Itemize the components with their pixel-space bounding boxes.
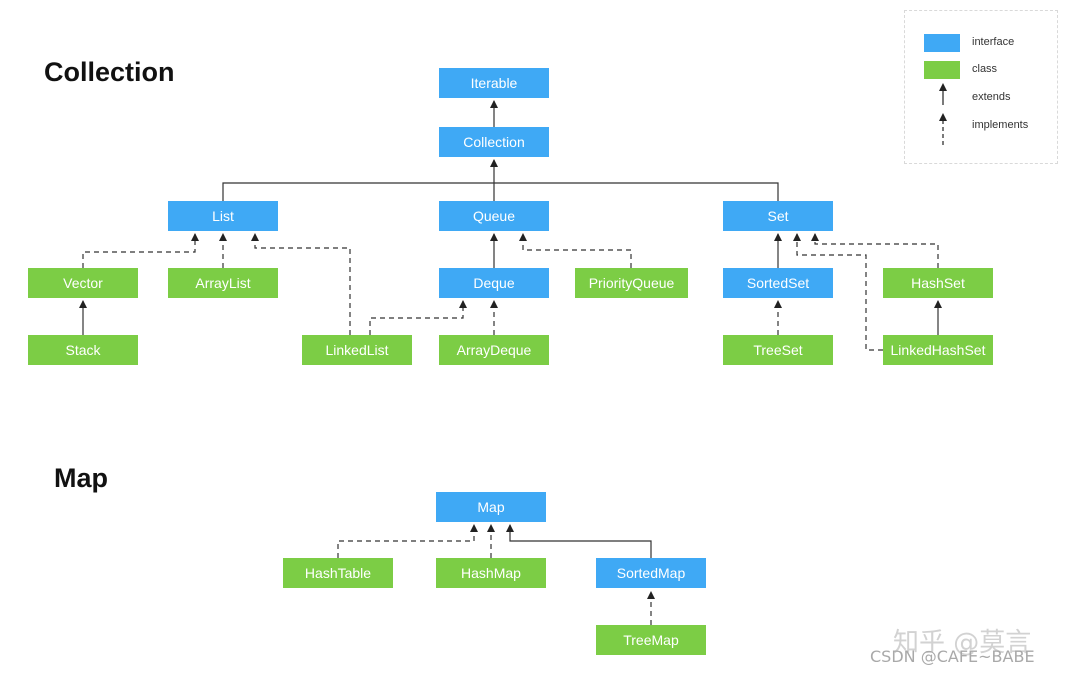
legend-class-swatch (924, 61, 960, 79)
legend-interface-label: interface (972, 36, 1015, 48)
map-section-title: Map (54, 463, 108, 493)
node-deque: Deque (439, 268, 549, 298)
node-stack: Stack (28, 335, 138, 365)
edge-linkedlist-deque (369, 300, 467, 335)
node-treeset: TreeSet (723, 335, 833, 365)
node-hashmap: HashMap (436, 558, 546, 588)
node-priorityqueue: PriorityQueue (575, 268, 688, 298)
edge-set-collection (494, 182, 779, 201)
legend-implements-label: implements (972, 119, 1029, 131)
edge-hashtable-map (337, 524, 478, 558)
edge-vector-list (82, 233, 199, 268)
node-sortedmap: SortedMap (596, 558, 706, 588)
node-arraylist: ArrayList (168, 268, 278, 298)
node-linkedlist: LinkedList (302, 335, 412, 365)
node-queue: Queue (439, 201, 549, 231)
node-collection: Collection (439, 127, 549, 157)
node-linkedhashset: LinkedHashSet (883, 335, 993, 365)
edge-list-collection (222, 182, 494, 201)
node-sortedset: SortedSet (723, 268, 833, 298)
legend-arrow-icons (939, 83, 947, 145)
node-arraydeque: ArrayDeque (439, 335, 549, 365)
edge-sortedmap-map (506, 524, 652, 558)
node-set: Set (723, 201, 833, 231)
zhihu-watermark: 知乎 @莫言 (893, 628, 1032, 658)
node-map: Map (436, 492, 546, 522)
node-vector: Vector (28, 268, 138, 298)
edge-priorityqueue-queue (519, 233, 632, 268)
node-treemap: TreeMap (596, 625, 706, 655)
collection-section-title: Collection (44, 57, 175, 87)
edge-hashset-set (811, 233, 939, 268)
node-iterable: Iterable (439, 68, 549, 98)
legend-class-label: class (972, 63, 998, 75)
edge-linkedlist-list (251, 233, 351, 335)
legend: interface class extends implements (904, 10, 1058, 164)
legend-extends-label: extends (972, 91, 1011, 103)
node-hashtable: HashTable (283, 558, 393, 588)
node-hashset: HashSet (883, 268, 993, 298)
csdn-watermark: CSDN @CAFE~BABE (870, 647, 1035, 666)
edge-linkedhashset-set (793, 233, 883, 351)
node-list: List (168, 201, 278, 231)
legend-interface-swatch (924, 34, 960, 52)
